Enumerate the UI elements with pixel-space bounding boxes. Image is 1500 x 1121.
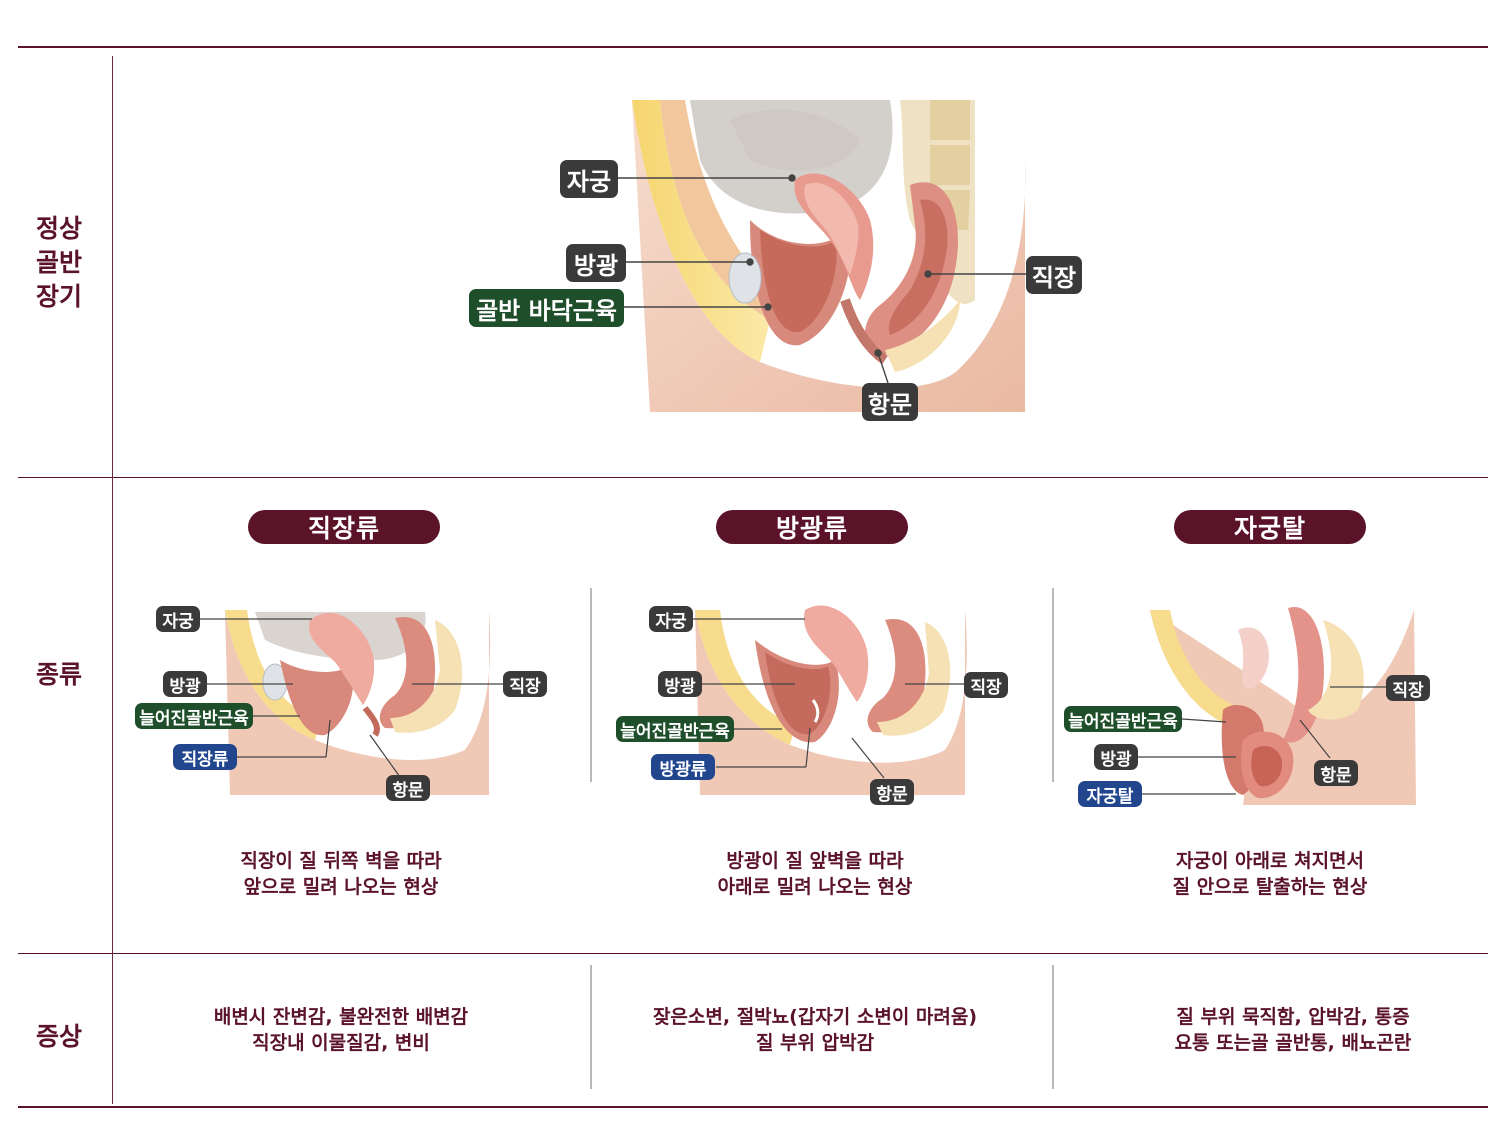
rectocele-label-muscle: 늘어진골반근육 (135, 703, 253, 729)
symptom-line: 요통 또는골 골반통, 배뇨곤란 (1174, 1032, 1412, 1054)
uterine-prolapse-illustration (1150, 606, 1416, 805)
row-label-line: 장기 (35, 282, 82, 311)
symptom-line: 질 부위 압박감 (755, 1032, 875, 1054)
symptom-line: 잦은소변, 절박뇨(갑자기 소변이 마려움) (652, 1006, 978, 1028)
description-line: 방광이 질 앞벽을 따라 (726, 850, 904, 872)
row-label-line: 정상 (35, 214, 82, 243)
symptom-line: 질 부위 묵직함, 압박감, 통증 (1176, 1006, 1410, 1028)
row-label-symptoms: 증상 (35, 1022, 82, 1051)
column-separator-4 (1052, 965, 1054, 1089)
uterine-prolapse-label-prolapse: 자궁탈 (1078, 781, 1142, 807)
column-separator-3 (590, 965, 592, 1089)
rectocele-label-anus: 항문 (386, 775, 430, 801)
rectocele-label-bladder: 방광 (163, 671, 207, 697)
row-divider-2 (18, 953, 1488, 954)
label-pelvic-floor-muscle: 골반 바닥근육 (469, 289, 624, 327)
cystocele-label-rectum: 직장 (964, 672, 1008, 698)
description-line: 아래로 밀려 나오는 현상 (717, 876, 913, 898)
description-line: 직장이 질 뒤쪽 벽을 따라 (240, 850, 442, 872)
row-label-normal: 정상 골반 장기 (18, 212, 100, 314)
description-line: 자궁이 아래로 쳐지면서 (1175, 850, 1365, 872)
cystocele-description: 방광이 질 앞벽을 따라 아래로 밀려 나오는 현상 (595, 848, 1035, 900)
type-title-uterine-prolapse: 자궁탈 (1174, 510, 1366, 544)
symptom-line: 직장내 이물질감, 변비 (252, 1032, 430, 1054)
rectocele-label-rectum: 직장 (503, 671, 547, 697)
cystocele-label-muscle: 늘어진골반근육 (616, 716, 734, 742)
uterine-prolapse-description: 자궁이 아래로 쳐지면서 질 안으로 탈출하는 현상 (1050, 848, 1490, 900)
top-rule (18, 46, 1488, 48)
column-separator-2 (1052, 588, 1054, 782)
normal-leader-lines (618, 174, 1026, 384)
uterine-prolapse-label-bladder: 방광 (1094, 744, 1138, 770)
symptom-line: 배변시 잔변감, 불완전한 배변감 (213, 1006, 469, 1028)
label-rectum: 직장 (1026, 256, 1082, 294)
rectocele-label-prolapse: 직장류 (173, 744, 237, 770)
cystocele-label-anus: 항문 (870, 779, 914, 805)
type-title-cystocele: 방광류 (716, 510, 908, 544)
uterine-prolapse-label-rectum: 직장 (1386, 675, 1430, 701)
label-anus: 항문 (862, 383, 918, 421)
description-line: 질 안으로 탈출하는 현상 (1172, 876, 1368, 898)
uterine-prolapse-label-muscle: 늘어진골반근육 (1064, 706, 1182, 732)
cystocele-label-prolapse: 방광류 (651, 754, 715, 780)
rectocele-illustration (225, 610, 491, 795)
type-leader-lines (200, 618, 1386, 795)
uterine-prolapse-label-anus: 항문 (1314, 760, 1358, 786)
rectocele-symptoms: 배변시 잔변감, 불완전한 배변감 직장내 이물질감, 변비 (121, 1004, 561, 1056)
uterine-prolapse-symptoms: 질 부위 묵직함, 압박감, 통증 요통 또는골 골반통, 배뇨곤란 (1073, 1004, 1500, 1056)
rectocele-description: 직장이 질 뒤쪽 벽을 따라 앞으로 밀려 나오는 현상 (121, 848, 561, 900)
rectocele-label-uterus: 자궁 (156, 606, 200, 632)
row-label-line: 골반 (35, 248, 82, 277)
bottom-rule (18, 1106, 1488, 1108)
normal-pelvis-illustration (630, 100, 1030, 412)
type-title-rectocele: 직장류 (248, 510, 440, 544)
label-column-divider (112, 56, 113, 1104)
description-line: 앞으로 밀려 나오는 현상 (243, 876, 439, 898)
column-separator-1 (590, 588, 592, 782)
row-divider-1 (18, 477, 1488, 478)
label-bladder: 방광 (566, 244, 626, 282)
cystocele-symptoms: 잦은소변, 절박뇨(갑자기 소변이 마려움) 질 부위 압박감 (595, 1004, 1035, 1056)
cystocele-label-uterus: 자궁 (649, 606, 693, 632)
row-label-types: 종류 (35, 660, 82, 689)
cystocele-illustration (695, 605, 967, 795)
label-uterus: 자궁 (560, 160, 618, 198)
cystocele-label-bladder: 방광 (658, 671, 702, 697)
